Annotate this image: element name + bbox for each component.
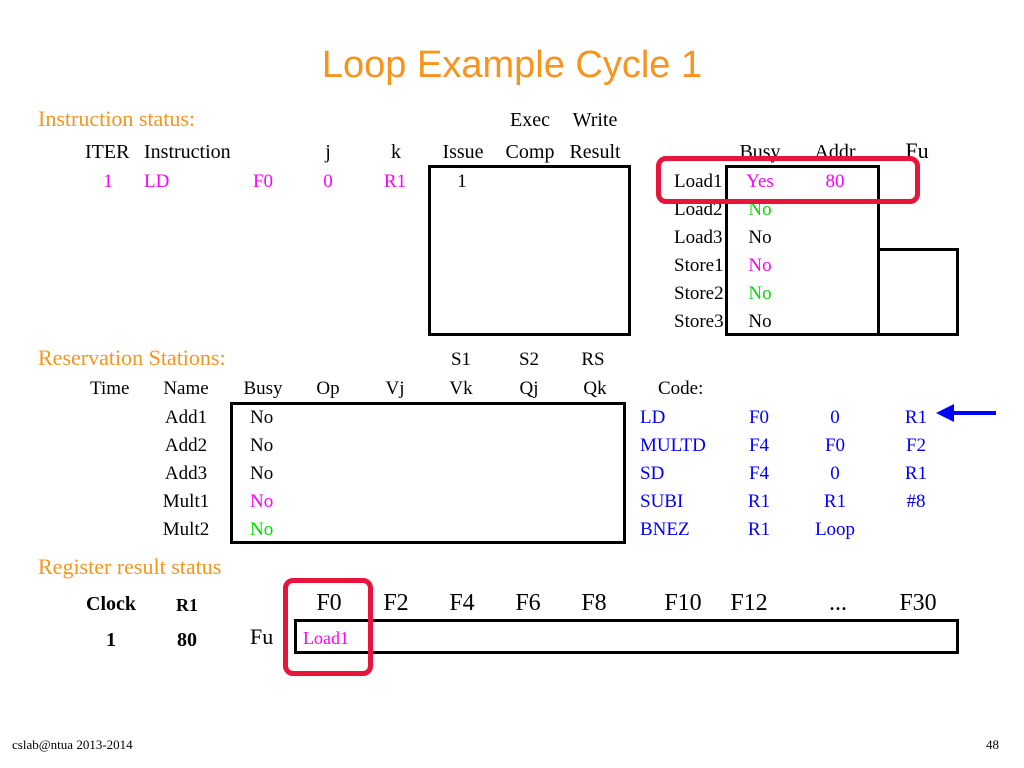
s2-header: S2 [518, 349, 540, 370]
code-line-3-op: SD [640, 463, 665, 484]
rs-busy-add2: No [250, 435, 274, 456]
code-line-5-a: R1 [747, 519, 771, 540]
code-line-1-c: R1 [904, 407, 928, 428]
k-header: k [391, 141, 401, 163]
instr-issue: 1 [457, 171, 467, 192]
clock-value: 1 [106, 629, 116, 651]
j-header: j [325, 141, 331, 163]
register-f2: F2 [383, 590, 409, 616]
code-line-3-a: F4 [748, 463, 770, 484]
code-line-5-op: BNEZ [640, 519, 690, 540]
buffer-name-load3: Load3 [674, 227, 723, 248]
buffer-name-store3: Store3 [674, 311, 724, 332]
register-status-label: Register result status [38, 554, 222, 579]
rs-name-add1: Add1 [164, 407, 208, 428]
buffer-busy-load3: No [748, 227, 772, 248]
rs-busy-add3: No [250, 463, 274, 484]
code-line-3-c: R1 [904, 463, 928, 484]
reservation-stations-label: Reservation Stations: [38, 345, 226, 370]
buffer-busy-store1: No [748, 255, 772, 276]
r1-label: R1 [176, 595, 198, 615]
code-line-4-op: SUBI [640, 491, 684, 512]
issue-header: Issue [442, 141, 484, 163]
qk-header: Qk [583, 378, 607, 399]
code-line-1-a: F0 [748, 407, 770, 428]
r1-value: 80 [177, 629, 197, 651]
load1-highlight [656, 156, 920, 204]
iter-header: ITER [85, 141, 130, 163]
vk-header: Vk [449, 378, 473, 399]
register-f12: F12 [730, 590, 768, 616]
rs-name-mult2: Mult2 [162, 519, 210, 540]
buffer-addr-load1: 80 [825, 171, 845, 192]
store-fu-box [877, 248, 959, 336]
instr-iter: 1 [103, 171, 113, 192]
buffer-name-load2: Load2 [674, 199, 723, 220]
rs-busy-mult2: No [250, 519, 274, 540]
instr-k: R1 [383, 171, 407, 192]
code-line-4-b: R1 [823, 491, 847, 512]
f0-highlight [283, 578, 373, 676]
buffer-busy-store2: No [748, 283, 772, 304]
rs-busy-mult1: No [250, 491, 274, 512]
op-header: Op [316, 378, 340, 399]
register-f4: F4 [449, 590, 475, 616]
page-number: 48 [986, 737, 999, 752]
register-fu-box [294, 619, 959, 654]
register-ellipsis: ... [829, 590, 847, 616]
vj-header: Vj [385, 378, 405, 399]
code-line-4-a: R1 [747, 491, 771, 512]
write-header: Write [572, 109, 618, 131]
rs-busy-header: Busy [243, 378, 283, 399]
name-header: Name [163, 378, 209, 399]
code-line-2-c: F2 [905, 435, 927, 456]
reservation-stations-box [230, 402, 626, 544]
register-f6: F6 [515, 590, 541, 616]
rs-name-add2: Add2 [164, 435, 208, 456]
code-line-5-b: Loop [814, 519, 856, 540]
instr-j: 0 [323, 171, 333, 192]
instruction-status-label: Instruction status: [38, 106, 196, 131]
current-instruction-arrow-icon [936, 404, 996, 422]
clock-label: Clock [86, 593, 136, 615]
code-line-3-b: 0 [830, 463, 840, 484]
code-label: Code: [658, 378, 704, 399]
buffer-name-store1: Store1 [674, 255, 724, 276]
buffer-busy-load2: No [748, 199, 772, 220]
buffer-busy-load1: Yes [746, 171, 774, 192]
result-header: Result [569, 141, 621, 163]
code-line-4-c: #8 [906, 491, 926, 512]
comp-header: Comp [505, 141, 555, 163]
exec-header: Exec [510, 109, 550, 131]
register-f10: F10 [664, 590, 702, 616]
instr-op: LD [144, 171, 170, 192]
instruction-status-box [428, 165, 631, 336]
s1-header: S1 [450, 349, 472, 370]
register-f30: F30 [899, 590, 937, 616]
rs-name-mult1: Mult1 [162, 491, 210, 512]
instruction-header: Instruction [144, 141, 231, 163]
instr-dest: F0 [252, 171, 274, 192]
code-line-2-a: F4 [748, 435, 770, 456]
buffer-name-store2: Store2 [674, 283, 724, 304]
rs-name-add3: Add3 [164, 463, 208, 484]
qj-header: Qj [519, 378, 539, 399]
buffer-busy-store3: No [748, 311, 772, 332]
register-f8: F8 [581, 590, 607, 616]
code-line-2-op: MULTD [640, 435, 706, 456]
fu-label: Fu [250, 624, 274, 649]
slide-title: Loop Example Cycle 1 [321, 44, 703, 86]
code-line-1-b: 0 [830, 407, 840, 428]
register-f0: F0 [316, 590, 342, 616]
footer-credit: cslab@ntua 2013-2014 [12, 737, 133, 752]
register-fu-f0: Load1 [303, 628, 349, 648]
code-line-2-b: F0 [824, 435, 846, 456]
code-line-1-op: LD [640, 407, 666, 428]
buffer-name-load1: Load1 [674, 171, 723, 192]
time-header: Time [90, 378, 130, 399]
rs-header: RS [581, 349, 605, 370]
rs-busy-add1: No [250, 407, 274, 428]
